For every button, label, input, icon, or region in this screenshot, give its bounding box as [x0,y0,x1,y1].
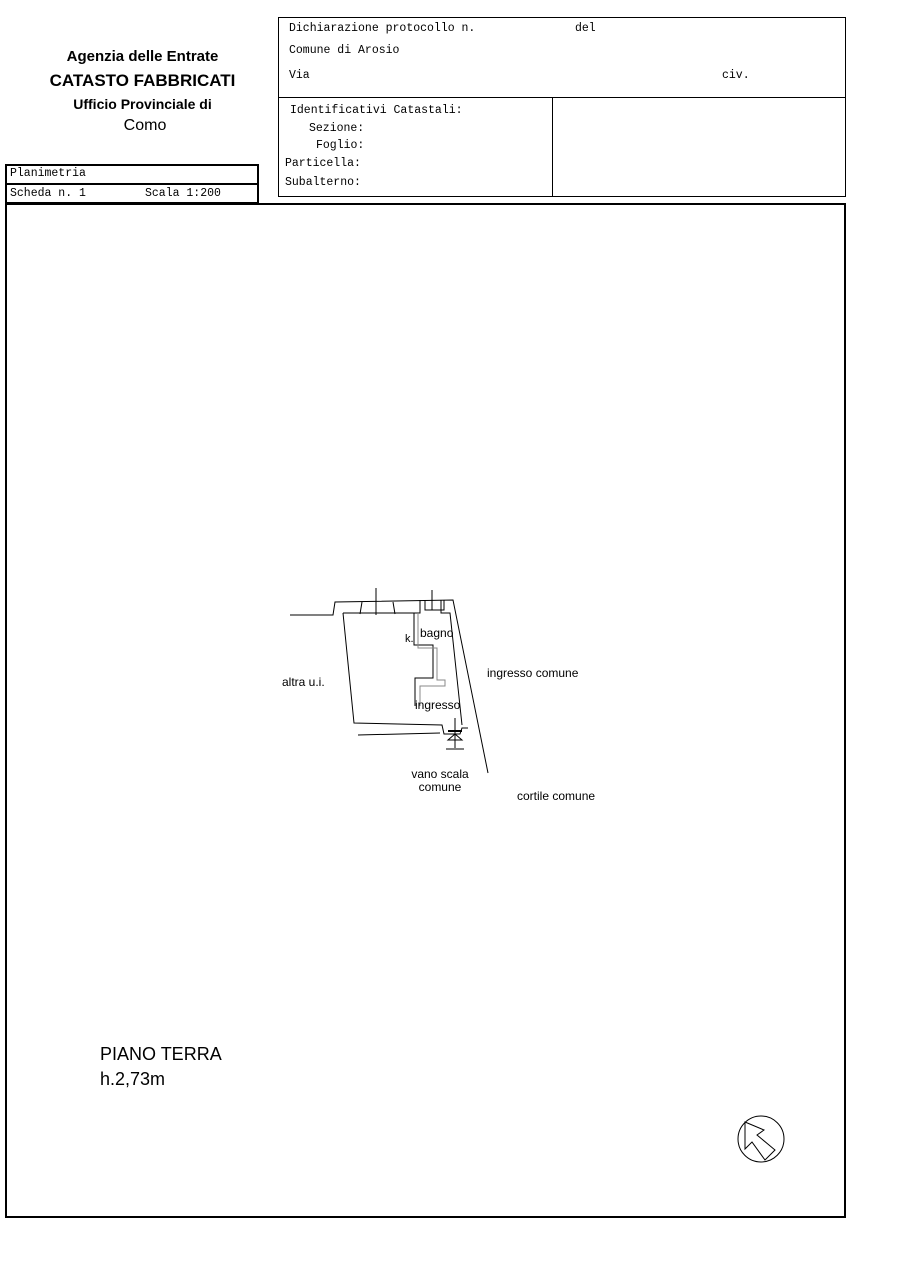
bathroom-window [424,590,445,611]
divider [278,97,846,98]
door [448,730,462,732]
label-ingresso-comune: ingresso comune [487,666,579,680]
declaration-box [278,17,846,197]
room-label-bagno: bagno [420,626,454,640]
partition-wall-inner [417,613,446,706]
label-vano-scala: vano scala comune [400,768,480,794]
label-altra-ui: altra u.i. [282,675,325,689]
identifiers-title: Identificativi Catastali: [290,104,463,117]
scale-label: Scala 1:200 [145,187,221,200]
foglio-label: Foglio: [316,139,365,152]
north-compass-icon [737,1115,785,1163]
unit-top-wall [343,600,463,726]
floor-name: PIANO TERRA [100,1044,222,1064]
del-label: del [575,22,596,35]
partition-wall [413,613,434,706]
via-label: Via [289,69,310,82]
planimetria-label: Planimetria [10,167,86,180]
catasto-title: CATASTO FABBRICATI [49,71,236,90]
particella-label: Particella: [285,157,361,170]
window [359,588,396,615]
comune: Comune di Arosio [289,44,400,57]
outer-wall [290,599,489,774]
label-vano-scala-line1: vano scala [411,767,469,781]
agency-name: Agenzia delle Entrate [66,48,219,65]
subalterno-label: Subalterno: [285,176,361,189]
office-label: Ufficio Provinciale di [73,96,212,112]
label-cortile-comune: cortile comune [517,789,596,803]
room-label-ingresso: ingresso [415,698,461,712]
stair-wall [357,732,441,736]
civ-label: civ. [722,69,750,82]
floor-height: h.2,73m [100,1069,166,1089]
divider [552,97,553,196]
sezione-label: Sezione: [309,122,365,135]
divider [5,183,259,185]
protocol-label: Dichiarazione protocollo n. [289,22,476,35]
label-vano-scala-line2: comune [418,780,462,794]
province: Como [123,117,167,134]
arrow-icon [446,733,464,741]
room-label-kitchen: k. [405,633,414,645]
scheda-label: Scheda n. 1 [10,187,86,200]
unit-wall [342,612,468,735]
drawing-frame [5,203,846,1218]
